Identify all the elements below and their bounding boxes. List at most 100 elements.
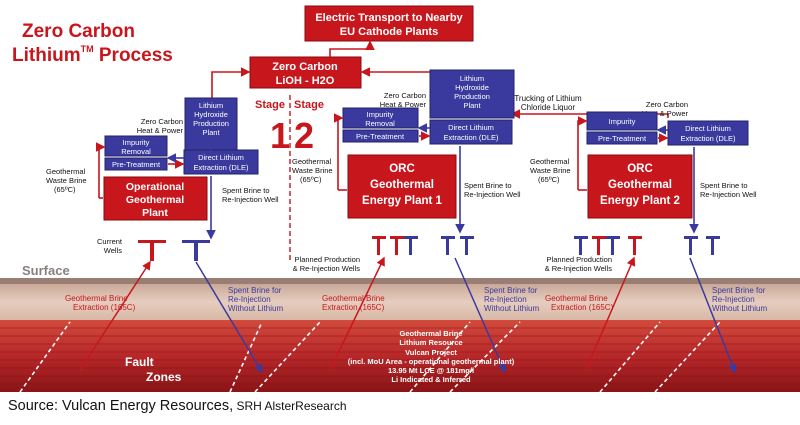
plant-box-1: Operational Geothermal Plant xyxy=(103,176,208,221)
pretreatment-box-3: Pre-Treatment xyxy=(586,131,658,145)
svg-text:Re-Injection: Re-Injection xyxy=(484,295,527,304)
svg-text:1: 1 xyxy=(270,115,290,156)
impurity-box-3: Impurity xyxy=(586,111,658,131)
dle-box-1: Direct Lithium Extraction (DLE) xyxy=(183,149,259,175)
svg-text:Spent Brine for: Spent Brine for xyxy=(228,286,282,295)
svg-text:Vulcan Project: Vulcan Project xyxy=(405,348,457,357)
source-secondary: SRH AlsterResearch xyxy=(233,399,347,413)
site-2: Lithium Hydroxide Production Plant Zero … xyxy=(292,69,521,273)
svg-text:Geothermal: Geothermal xyxy=(292,157,332,166)
svg-text:Re-Injection: Re-Injection xyxy=(712,295,755,304)
svg-text:Current: Current xyxy=(97,237,123,246)
svg-text:Heat & Power: Heat & Power xyxy=(380,100,427,109)
svg-text:Zero Carbon: Zero Carbon xyxy=(646,100,688,109)
svg-text:Plant: Plant xyxy=(463,101,481,110)
svg-text:13.95 Mt LCE @ 181mg/l: 13.95 Mt LCE @ 181mg/l xyxy=(388,366,474,375)
site-3: Zero Carbon Heat & Power Impurity Pre-Tr… xyxy=(530,100,757,273)
svg-text:Plant: Plant xyxy=(142,207,168,219)
svg-text:Li Indicated & Inferred: Li Indicated & Inferred xyxy=(391,375,471,384)
svg-text:Trucking of Lithium: Trucking of Lithium xyxy=(514,94,582,103)
svg-text:& Re-Injection Wells: & Re-Injection Wells xyxy=(293,264,361,273)
impurity-box-1: Impurity Removal xyxy=(104,135,168,157)
fault-lines xyxy=(19,321,721,393)
svg-text:(65ºC): (65ºC) xyxy=(300,175,322,184)
lioh-box: Zero Carbon LiOH - H2O xyxy=(249,56,362,89)
waste-brine-label-3: Geothermal Waste Brine (65ºC) xyxy=(530,157,571,184)
svg-text:Zero Carbon: Zero Carbon xyxy=(384,91,426,100)
electric-transport-box: Electric Transport to Nearby EU Cathode … xyxy=(304,5,474,42)
svg-text:Electric Transport to Nearby: Electric Transport to Nearby xyxy=(315,12,463,24)
svg-text:Chloride Liquor: Chloride Liquor xyxy=(521,103,576,112)
svg-text:Geothermal: Geothermal xyxy=(46,167,86,176)
svg-text:Heat & Power: Heat & Power xyxy=(137,126,184,135)
svg-text:Without Lithium: Without Lithium xyxy=(484,304,539,313)
svg-text:Planned Production: Planned Production xyxy=(547,255,612,264)
extraction-label-2: Geothermal Brine Extraction (165C) xyxy=(322,294,385,312)
reinjection-label-2: Spent Brine for Re-Injection Without Lit… xyxy=(484,286,539,313)
svg-text:Extraction (DLE): Extraction (DLE) xyxy=(443,133,499,142)
svg-text:(incl. MoU Area - operational: (incl. MoU Area - operational geothermal… xyxy=(348,357,515,366)
svg-text:Geothermal: Geothermal xyxy=(608,179,672,191)
svg-text:Hydroxide: Hydroxide xyxy=(194,110,228,119)
svg-text:Planned Production: Planned Production xyxy=(295,255,360,264)
reinjection-label-3: Spent Brine for Re-Injection Without Lit… xyxy=(712,286,767,313)
svg-text:Geothermal Brine: Geothermal Brine xyxy=(400,329,463,338)
svg-text:Extraction (165C): Extraction (165C) xyxy=(551,303,614,312)
svg-text:Stage: Stage xyxy=(294,99,324,111)
svg-text:(65ºC): (65ºC) xyxy=(54,185,76,194)
svg-text:ORC: ORC xyxy=(627,163,653,175)
dle-box-3: Direct Lithium Extraction (DLE) xyxy=(667,120,749,146)
svg-text:Spent Brine for: Spent Brine for xyxy=(712,286,766,295)
spent-brine-label-2: Spent Brine to Re-Injection Well xyxy=(464,181,521,199)
svg-text:Heat & Power: Heat & Power xyxy=(642,109,689,118)
svg-text:EU Cathode Plants: EU Cathode Plants xyxy=(340,26,438,38)
current-well-blue-icon xyxy=(182,240,210,261)
svg-text:Geothermal: Geothermal xyxy=(126,194,184,206)
svg-text:& Re-Injection Wells: & Re-Injection Wells xyxy=(545,264,613,273)
svg-text:Impurity: Impurity xyxy=(367,110,394,119)
svg-text:Fault: Fault xyxy=(125,355,154,369)
svg-text:Production: Production xyxy=(193,119,229,128)
svg-text:Impurity: Impurity xyxy=(123,138,150,147)
svg-text:Re-Injection: Re-Injection xyxy=(228,295,271,304)
svg-text:Without Lithium: Without Lithium xyxy=(228,304,283,313)
current-well-red-icon xyxy=(138,240,166,261)
svg-text:Zero Carbon: Zero Carbon xyxy=(141,117,183,126)
svg-text:Geothermal Brine: Geothermal Brine xyxy=(65,294,128,303)
svg-text:Waste Brine: Waste Brine xyxy=(46,176,87,185)
svg-text:Direct Lithium: Direct Lithium xyxy=(685,124,731,133)
svg-text:Spent Brine to: Spent Brine to xyxy=(222,186,270,195)
svg-text:Geothermal: Geothermal xyxy=(530,157,570,166)
svg-text:Re-Injection Well: Re-Injection Well xyxy=(700,190,757,199)
svg-text:Direct Lithium: Direct Lithium xyxy=(448,123,494,132)
trucking-label: Trucking of Lithium Chloride Liquor xyxy=(510,94,669,119)
spent-brine-label-3: Spent Brine to Re-Injection Well xyxy=(700,181,757,199)
stage-divider: Stage Stage 1 2 xyxy=(255,95,324,260)
pretreatment-box-1: Pre-Treatment xyxy=(104,157,168,171)
waste-brine-label-1: Geothermal Waste Brine (65ºC) xyxy=(46,167,87,194)
svg-text:Production: Production xyxy=(454,92,490,101)
surface-label: Surface xyxy=(22,263,70,278)
svg-text:Extraction (165C): Extraction (165C) xyxy=(73,303,136,312)
resource-label: Geothermal Brine Lithium Resource Vulcan… xyxy=(348,329,515,384)
dle-box-2: Direct Lithium Extraction (DLE) xyxy=(429,119,513,145)
planned-wells-icons-2 xyxy=(574,236,720,255)
svg-text:Pre-Treatment: Pre-Treatment xyxy=(112,160,161,169)
planned-wells-label-1: Planned Production & Re-Injection Wells xyxy=(293,255,361,273)
svg-text:Spent Brine for: Spent Brine for xyxy=(484,286,538,295)
lhpp-box-2: Lithium Hydroxide Production Plant xyxy=(429,69,515,119)
pretreatment-box-2: Pre-Treatment xyxy=(342,129,419,143)
svg-text:Pre-Treatment: Pre-Treatment xyxy=(598,134,647,143)
title-line2: LithiumTM Process xyxy=(12,44,173,66)
source-caption: Source: Vulcan Energy Resources, SRH Als… xyxy=(8,398,347,414)
impurity-box-2: Impurity Removal xyxy=(342,107,419,129)
svg-text:Re-Injection Well: Re-Injection Well xyxy=(222,195,279,204)
svg-text:Extraction (165C): Extraction (165C) xyxy=(322,303,385,312)
plant-box-3: ORC Geothermal Energy Plant 2 xyxy=(587,154,693,219)
svg-text:Waste Brine: Waste Brine xyxy=(292,166,333,175)
source-main: Source: Vulcan Energy Resources, xyxy=(8,398,234,414)
spent-brine-label-1: Spent Brine to Re-Injection Well xyxy=(222,186,279,204)
underground-arrows xyxy=(79,256,737,374)
planned-wells-icons-1 xyxy=(372,236,474,255)
